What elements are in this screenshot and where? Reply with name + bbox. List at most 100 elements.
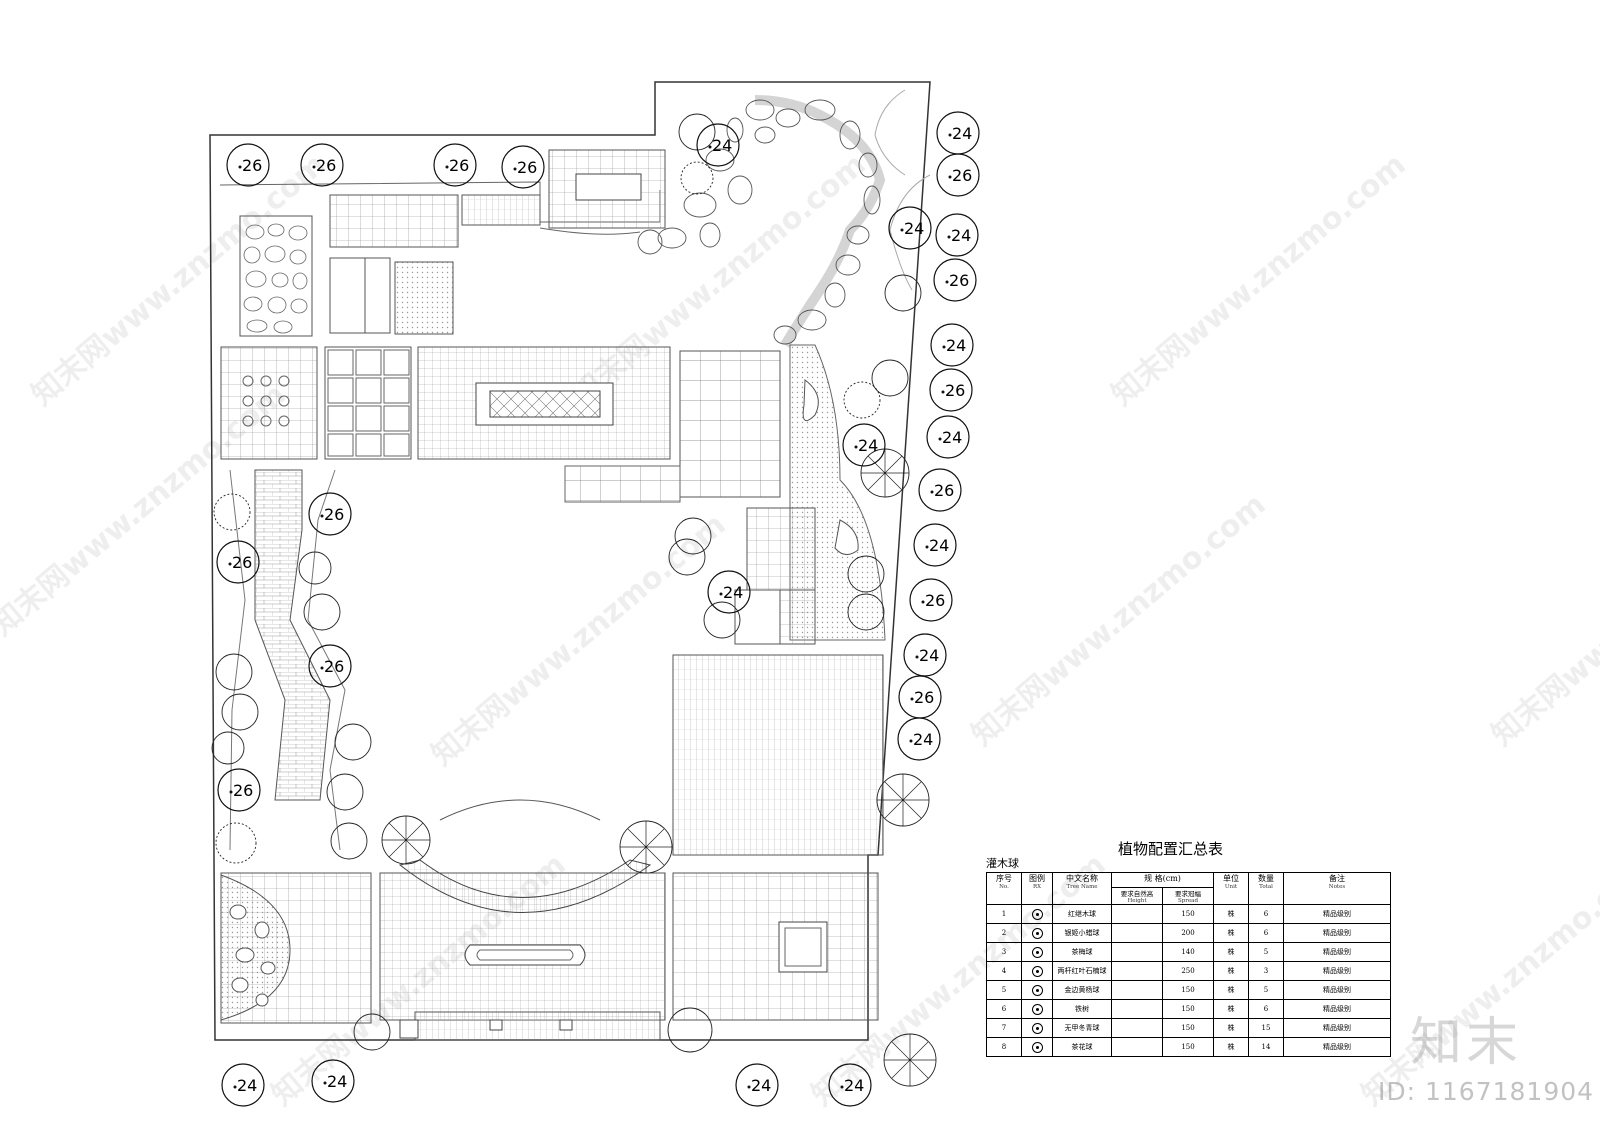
tree-center-dot (229, 790, 233, 794)
tree-label: 26 (934, 481, 954, 500)
tree-canopy-circle (735, 1063, 779, 1107)
tree-label: 24 (946, 336, 966, 355)
tree-center-dot (915, 655, 919, 659)
tree-label: 24 (913, 730, 933, 749)
tree-symbol: 26 (216, 540, 260, 584)
tree-label: 26 (914, 688, 934, 707)
tree-label: 24 (844, 1076, 864, 1095)
tree-canopy-circle (913, 523, 957, 567)
tree-center-dot (445, 165, 449, 169)
tree-canopy-circle (501, 145, 545, 189)
tree-symbol: 26 (217, 768, 261, 812)
plan-label: 灌木球 (986, 857, 1019, 870)
tree-symbol: 24 (828, 1063, 872, 1107)
tree-symbol: 26 (501, 145, 545, 189)
shrub-legend-icon (1031, 1041, 1043, 1053)
tree-center-dot (945, 280, 949, 284)
shrub-legend-icon (1031, 1003, 1043, 1015)
tree-label: 24 (237, 1076, 257, 1095)
brand-logo: 知末 (1410, 1013, 1523, 1073)
brick-path (254, 469, 331, 801)
tree-center-dot (233, 1085, 237, 1089)
tree-center-dot (938, 437, 942, 441)
tree-symbol: 24 (913, 523, 957, 567)
tree-center-dot (719, 592, 723, 596)
tree-label: 26 (316, 156, 336, 175)
tree-canopy-circle (300, 143, 344, 187)
tree-symbol: 24 (903, 633, 947, 677)
col-header-spec: 规 格(cm) (1111, 872, 1214, 888)
tree-canopy-circle (308, 492, 352, 536)
tree-label: 26 (925, 591, 945, 610)
brand-id: ID: 1167181904 (1378, 1077, 1595, 1106)
tree-center-dot (228, 562, 232, 566)
tree-symbol: 26 (226, 143, 270, 187)
shrub-legend-icon (1031, 908, 1043, 920)
tree-symbol: 24 (696, 123, 740, 167)
tree-label: 24 (904, 219, 924, 238)
tree-symbol: 26 (918, 468, 962, 512)
tree-canopy-circle (918, 468, 962, 512)
tree-symbol: 26 (300, 143, 344, 187)
tree-symbol: 26 (933, 258, 977, 302)
tree-symbol: 24 (897, 717, 941, 761)
tree-label: 26 (233, 781, 253, 800)
tree-canopy-circle (221, 1063, 265, 1107)
tree-canopy-circle (226, 143, 270, 187)
tree-center-dot (921, 600, 925, 604)
tree-label: 26 (945, 381, 965, 400)
shrub-legend-icon (1031, 927, 1043, 939)
tree-canopy-circle (311, 1059, 355, 1103)
tree-canopy-circle (936, 153, 980, 197)
tree-label: 26 (324, 505, 344, 524)
tree-label: 24 (942, 428, 962, 447)
tree-canopy-circle (828, 1063, 872, 1107)
tree-canopy-circle (933, 258, 977, 302)
tree-center-dot (947, 235, 951, 239)
tree-symbol: 24 (888, 206, 932, 250)
tree-symbol: 24 (735, 1063, 779, 1107)
tree-symbol: 26 (929, 368, 973, 412)
tree-canopy-circle (888, 206, 932, 250)
tree-label: 26 (242, 156, 262, 175)
tree-canopy-circle (842, 423, 886, 467)
tree-center-dot (930, 490, 934, 494)
tree-center-dot (910, 697, 914, 701)
tree-center-dot (320, 666, 324, 670)
tree-center-dot (513, 167, 517, 171)
tree-center-dot (925, 545, 929, 549)
stream-rockery (754, 95, 886, 348)
tree-center-dot (238, 165, 242, 169)
tree-center-dot (948, 175, 952, 179)
tree-label: 24 (858, 436, 878, 455)
tree-symbol: 24 (930, 323, 974, 367)
tree-canopy-circle (216, 540, 260, 584)
tree-symbol: 26 (909, 578, 953, 622)
shrub-legend-icon (1031, 1022, 1043, 1034)
tree-label: 24 (327, 1072, 347, 1091)
tree-symbol: 24 (221, 1063, 265, 1107)
shrub-legend-icon (1031, 946, 1043, 958)
tree-canopy-circle (433, 143, 477, 187)
tree-label: 24 (919, 646, 939, 665)
tree-canopy-circle (909, 578, 953, 622)
tree-center-dot (708, 145, 712, 149)
numbered-trees: 26 26 26 26 24 24 26 24 24 26 24 26 24 24 26 24 26 24 26 24… (216, 111, 980, 1107)
tree-center-dot (323, 1081, 327, 1085)
tree-center-dot (942, 345, 946, 349)
tree-canopy-circle (935, 213, 979, 257)
